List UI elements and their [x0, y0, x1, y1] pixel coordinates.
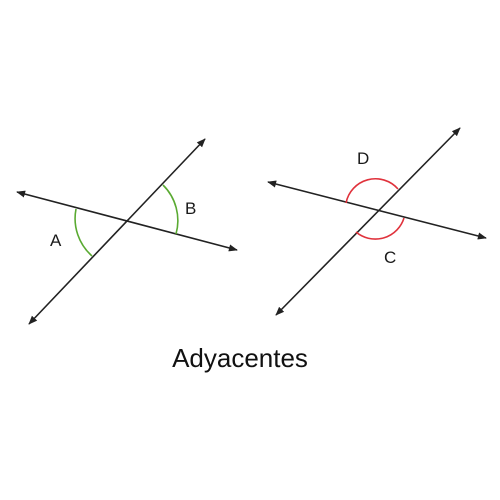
- angle-label-c: C: [384, 248, 396, 267]
- angle-arc-b: [162, 184, 179, 235]
- angle-arc-a: [74, 208, 93, 257]
- crossing-line-left: [16, 190, 238, 252]
- figure-left: A B: [16, 138, 238, 325]
- angle-arc-d: [345, 177, 399, 204]
- crossing-line-right: [267, 180, 487, 240]
- diagram-caption: Adyacentes: [172, 343, 308, 373]
- angle-label-a: A: [50, 231, 62, 250]
- angle-label-b: B: [185, 199, 196, 218]
- figure-right: D C: [267, 127, 487, 316]
- angle-arc-c: [355, 217, 405, 240]
- angle-label-d: D: [357, 149, 369, 168]
